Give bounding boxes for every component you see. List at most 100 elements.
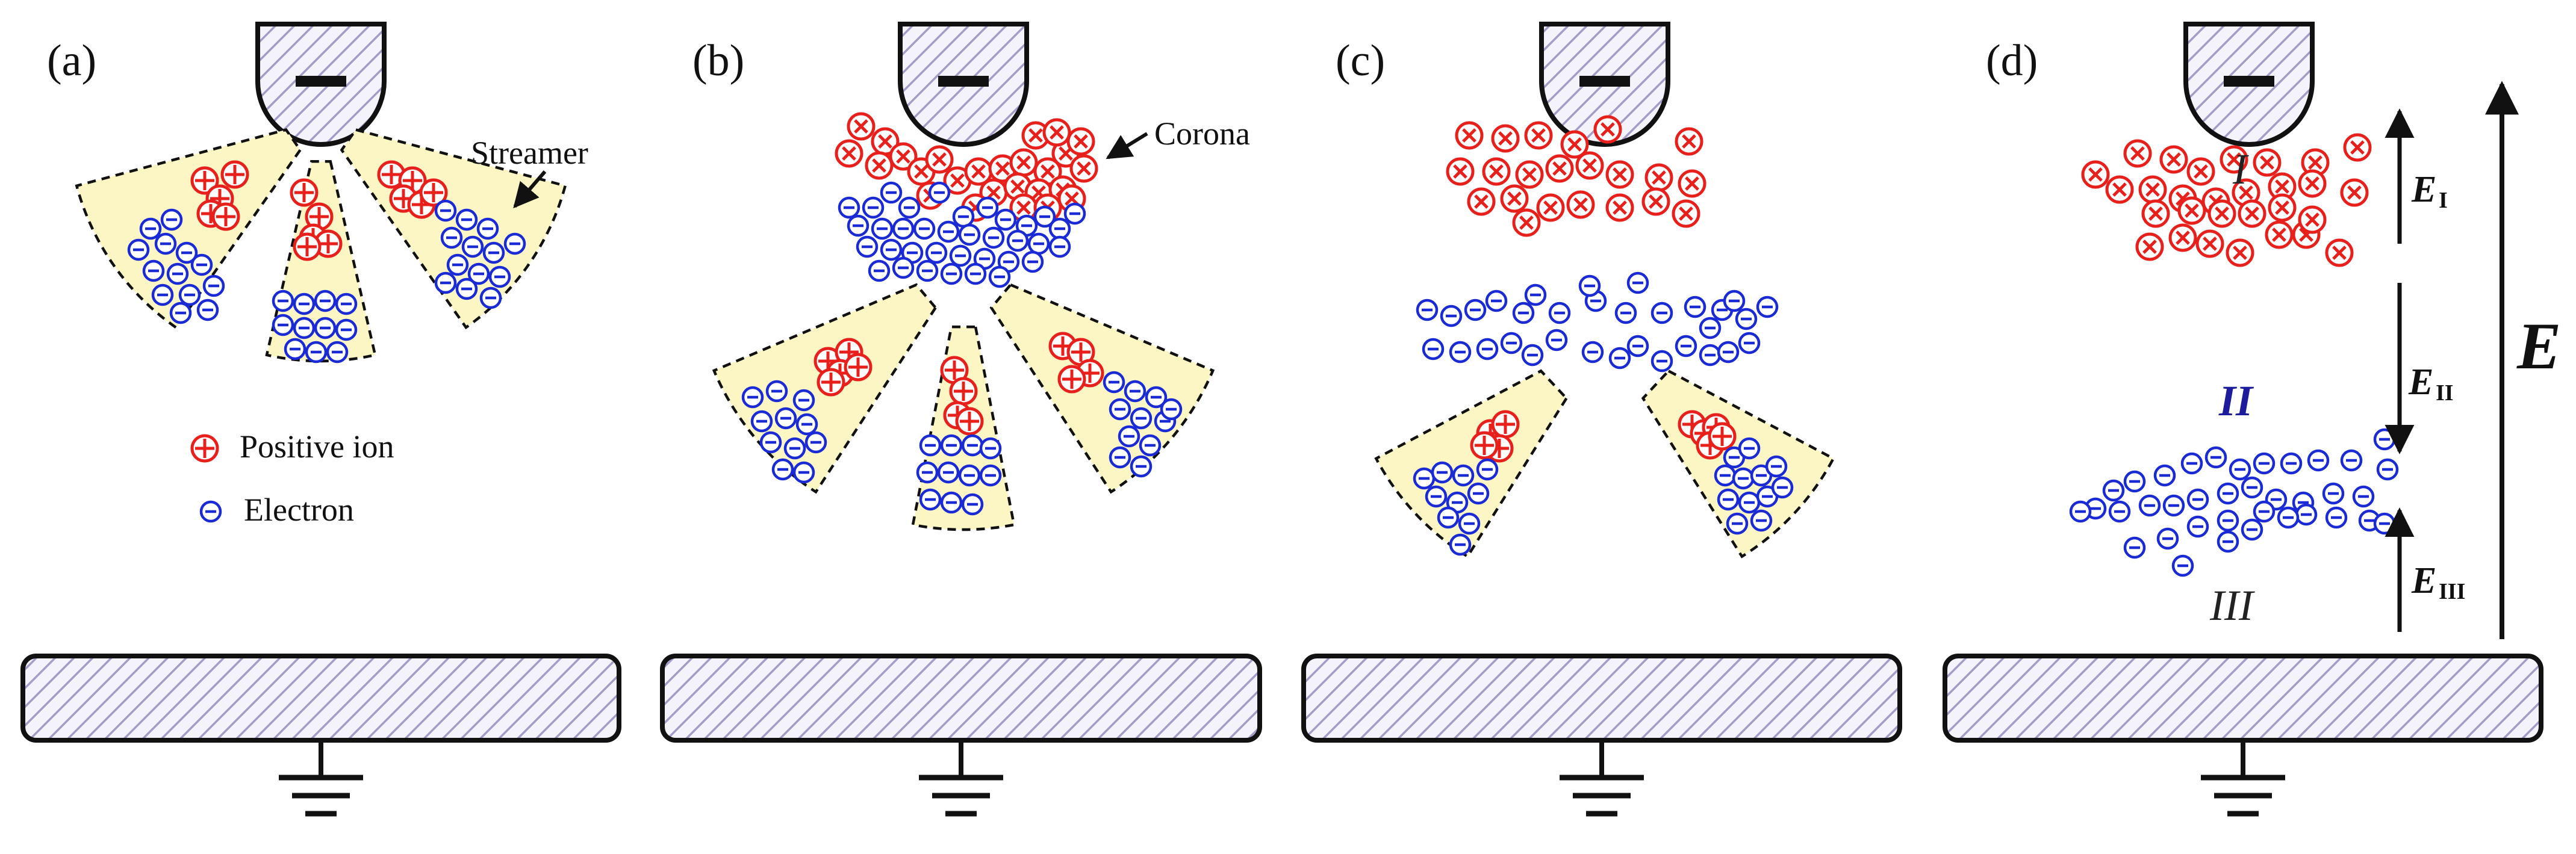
positive-ion-icon: [2135, 232, 2164, 261]
panel-label-d: (d): [1986, 36, 2038, 85]
electron-icon: [871, 217, 894, 240]
electron-icon: [284, 338, 306, 360]
positive-ion-icon: [1512, 208, 1541, 237]
electron-icon: [2186, 515, 2209, 538]
positive-ion-icon: [1515, 160, 1544, 189]
ground-plate-3: [1301, 654, 1902, 817]
positive-ion-icon: [2081, 160, 2110, 189]
electron-icon: [750, 410, 773, 433]
ground-plate-1: [20, 654, 621, 817]
corona-arrow: [1106, 132, 1148, 159]
positive-ion-icon: [2325, 238, 2354, 267]
electron-icon: [2340, 449, 2363, 472]
positive-ion-icon: [1575, 151, 1604, 180]
electron-icon: [1413, 467, 1436, 490]
positive-ion-icon: [2253, 148, 2282, 177]
electron-icon: [1130, 407, 1153, 430]
electron-icon: [1723, 289, 1746, 312]
electron-icon: [898, 196, 921, 219]
electron-icon: [2102, 479, 2125, 502]
positive-ion-icon: [2195, 229, 2224, 258]
field-label-1: E: [2411, 169, 2436, 210]
field-label-2: E: [2408, 362, 2433, 403]
electron-icon: [2123, 470, 2146, 493]
corona-label: Corona: [1154, 116, 1250, 152]
positive-ion-icon: [2177, 196, 2206, 225]
positive-ion-icon: [2268, 193, 2297, 222]
electron-icon: [467, 262, 490, 285]
electron-icon: [952, 205, 975, 228]
electron-icon: [455, 277, 478, 300]
positive-ion-icon: [1708, 422, 1737, 451]
panel-label-c: (c): [1336, 36, 1385, 85]
electron-icon: [994, 208, 1017, 231]
positive-ion-icon: [889, 142, 918, 171]
positive-ion-icon: [2105, 175, 2134, 204]
electron-icon: [997, 250, 1020, 273]
electron-icon: [928, 181, 951, 204]
electron-icon: [1699, 344, 1722, 367]
electron-icon: [1130, 455, 1153, 478]
positive-ion-icon: [211, 202, 240, 231]
electrodes: [255, 22, 2315, 147]
positive-ion-icon: [1678, 169, 1706, 198]
electron-icon: [979, 464, 1002, 487]
electron-icon: [175, 241, 198, 264]
electron-icon: [1650, 302, 1673, 324]
minus-sign-icon: [938, 76, 989, 87]
electron-icon: [847, 214, 870, 237]
electron-icon: [1033, 205, 1056, 228]
electron-icon: [771, 458, 794, 481]
electron-icon: [1476, 338, 1499, 360]
legend-positive-icon: [190, 434, 219, 463]
positive-ion-icon: [949, 377, 978, 406]
positive-ion-icon: [1455, 121, 1484, 150]
positive-ion-icon: [1033, 157, 1062, 186]
electron-icon: [202, 274, 225, 297]
electron-icon: [1437, 506, 1460, 529]
electron-icon: [1422, 338, 1445, 360]
electron-icon: [1765, 455, 1788, 478]
positive-ion-icon: [419, 178, 448, 207]
electron-icon: [868, 259, 891, 282]
electron-icon: [958, 464, 981, 487]
electron-icon: [1738, 332, 1761, 354]
electron-icon: [2138, 494, 2161, 517]
electron-icon: [2253, 452, 2276, 475]
electron-icon: [314, 317, 337, 339]
positive-ion-icon: [1644, 163, 1673, 192]
positive-ion-icon: [1066, 127, 1095, 156]
positive-ion-icon: [2343, 133, 2372, 162]
electron-icon: [1449, 533, 1472, 556]
electron-icon: [1717, 488, 1740, 511]
electron-icon: [2253, 500, 2276, 523]
electron-icon: [1109, 446, 1131, 469]
electron-icon: [961, 434, 984, 457]
electron-icon: [1139, 434, 1162, 457]
electron-icon: [503, 232, 526, 255]
positive-ion-icon: [1042, 118, 1071, 147]
positive-ion-icon: [1536, 193, 1565, 222]
plate: [1943, 654, 2543, 743]
electron-icon: [1738, 437, 1761, 460]
panel-label-a: (a): [47, 36, 96, 85]
electron-icon: [2373, 512, 2396, 535]
positive-ion-icon: [1491, 124, 1520, 153]
panel-label-b: (b): [692, 36, 744, 85]
electron-icon: [166, 262, 189, 285]
electrode-4: [2183, 22, 2315, 147]
streamer-label: Streamer: [471, 135, 588, 171]
electron-icon: [199, 500, 222, 523]
positive-ion-icon: [955, 407, 984, 436]
electron-icon: [154, 232, 177, 255]
positive-ion-icon: [314, 229, 343, 258]
electron-icon: [2322, 482, 2345, 505]
electron-icon: [1145, 386, 1168, 409]
electron-icon: [293, 292, 316, 315]
electron-icon: [1699, 317, 1722, 339]
electrode-2: [898, 22, 1029, 147]
electron-icon: [1548, 302, 1571, 324]
electron-icon: [792, 389, 815, 412]
electron-icon: [434, 199, 457, 222]
